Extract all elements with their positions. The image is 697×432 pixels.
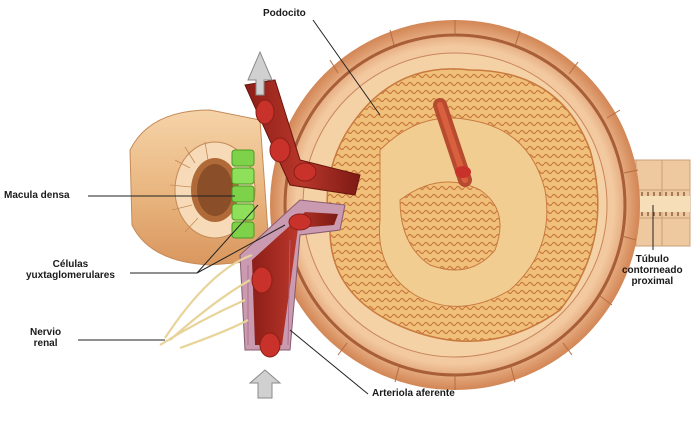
podocito-leader xyxy=(312,19,381,116)
label-nervio-renal: Nervio renal xyxy=(30,327,62,349)
label-arteriola-aferente: Arteriola aferente xyxy=(372,388,455,399)
renal-nerve xyxy=(159,253,253,350)
distal-tubule xyxy=(129,109,271,266)
afferent-flow-arrow xyxy=(248,369,282,399)
efferent-arteriole xyxy=(244,79,361,196)
label-celulas-yuxtaglomerulares: Células yuxtaglomerulares xyxy=(26,259,115,281)
afferent-arteriole xyxy=(239,199,346,358)
leader-lines xyxy=(78,19,654,395)
label-podocito: Podocito xyxy=(263,8,306,19)
label-macula-densa: Macula densa xyxy=(4,190,70,201)
label-tubulo-contorneado-proximal: Túbulo contorneado proximal xyxy=(622,254,683,287)
efferent-flow-arrow xyxy=(247,50,273,96)
arteriola-leader xyxy=(289,329,369,395)
glomerulus xyxy=(326,68,599,342)
macula-densa-cells xyxy=(231,149,255,239)
